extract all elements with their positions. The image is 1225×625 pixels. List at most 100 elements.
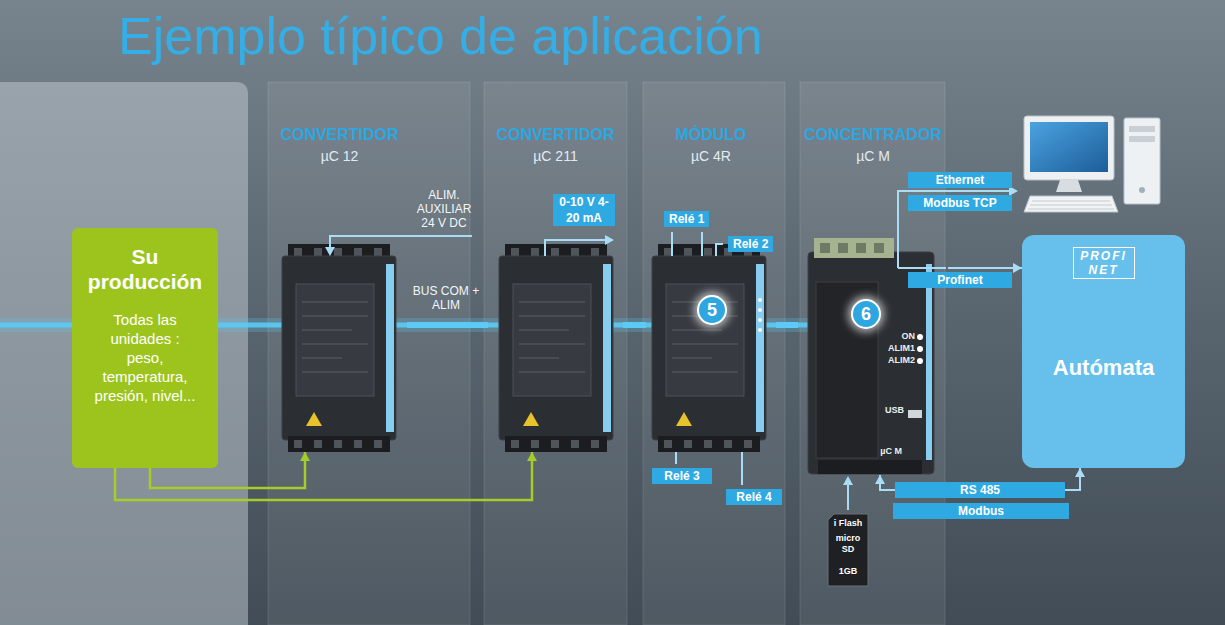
card-marking: micro SD [833,533,863,555]
computer-icon [1129,126,1155,132]
device-marking: USB [870,405,904,416]
signal-wire [330,191,1010,510]
computer-icon [1030,122,1108,172]
column-band [484,82,627,625]
relay-module-device [758,318,762,322]
signal-wire [545,240,606,256]
signal-wire [672,232,702,256]
device-column: CONVERTIDOR µC 12 [272,122,407,452]
relay-tag: Relé 4 [726,489,782,505]
production-box: Su producciónTodas las unidades : peso, … [72,228,218,468]
computer-icon [1024,116,1160,212]
concentrator-device [874,243,884,253]
signal-wire [741,452,743,485]
concentrator-device [818,460,922,474]
connector [776,325,798,326]
connector-line [776,322,798,328]
concentrator-device [838,243,848,253]
connector-label: RS 485 [895,482,1065,498]
device-marking: ALIM2 [880,355,915,366]
relay-module-device [758,328,762,332]
node-heading: MÓDULO [675,125,746,145]
concentrator-device [856,243,866,253]
node-body: µC 4R [691,147,731,165]
relay-tag: Relé 3 [652,468,712,484]
connector [623,325,646,326]
node-heading: CONVERTIDOR [280,125,398,145]
converter-device [499,244,613,452]
converter-device [282,244,396,452]
computer-icon [1129,136,1155,142]
node-body: Autómata [1053,355,1154,381]
signal-wire [847,484,849,510]
callout-number: 5 [697,295,727,325]
arrowhead [527,452,537,461]
relay-module-device [758,298,762,302]
relay-tag: Relé 1 [664,211,709,227]
arrowhead [1075,468,1085,477]
signal-wire [330,236,472,248]
relay-module-device [758,308,762,312]
column-band [268,82,945,625]
relay-tag: Relé 2 [728,236,773,252]
node-heading: CONCENTRADOR [804,125,942,145]
computer-icon [1056,180,1082,192]
device-marking: µC M [862,446,902,457]
relay-module-device [652,244,766,452]
card-marking: i Flash [831,518,865,529]
computer-icon [1124,118,1160,204]
connector-label: BUS COM + ALIM [412,284,480,312]
node-body: µC M [856,147,890,165]
column-band [643,82,785,625]
plc-box: PROFI NET Autómata [1022,235,1185,468]
computer-icon [1028,201,1114,209]
device-marking: ON [880,331,915,342]
node-heading: Su producción [85,244,205,294]
arrowhead [300,452,310,461]
node-heading: CONVERTIDOR [496,125,614,145]
concentrator-device [814,238,894,258]
connector-line [948,267,1022,269]
card-marking: 1GB [833,566,863,577]
wire-arrowhead [325,247,335,256]
node-body: µC 12 [321,147,359,165]
side-panel [0,82,248,625]
computer-icon [1024,116,1114,180]
concentrator-device [917,346,923,352]
connector-line [407,322,488,328]
concentrator-device [820,243,830,253]
protocol-tag: Modbus TCP [908,195,1012,211]
page-title: Ejemplo típico de aplicación [118,6,763,66]
signal-wire [716,244,723,256]
converter-device [282,244,613,452]
connector-label: Profinet [908,272,1012,288]
wire-arrowhead [843,476,853,485]
connector [407,325,488,326]
node-body: µC 211 [533,147,577,165]
device-column: CONVERTIDOR µC 211 [488,122,623,452]
wire-arrowhead [605,235,614,245]
memory-card [828,514,868,586]
protocol-tag: Ethernet [908,172,1012,188]
relay-module-device [652,244,766,452]
signal-wire [898,267,946,269]
concentrator-device [908,410,922,418]
arrowhead [1013,263,1022,273]
computer-icon [1024,196,1118,212]
column-band [268,82,470,625]
connector-line [623,322,646,328]
wire-arrowhead [325,186,1018,485]
memory-card [828,514,868,586]
computer-icon [1139,187,1145,193]
protocol-tag: Modbus [893,503,1069,519]
device-marking: ALIM1 [880,343,915,354]
concentrator-device [926,264,932,460]
column-band [800,82,945,625]
device-column: MÓDULO µC 4R [646,122,776,452]
callout-number: 6 [851,299,881,329]
signal-wire [675,452,677,464]
node-heading: PROFI NET [1073,247,1135,279]
arrowhead [875,475,885,484]
concentrator-device [917,358,923,364]
